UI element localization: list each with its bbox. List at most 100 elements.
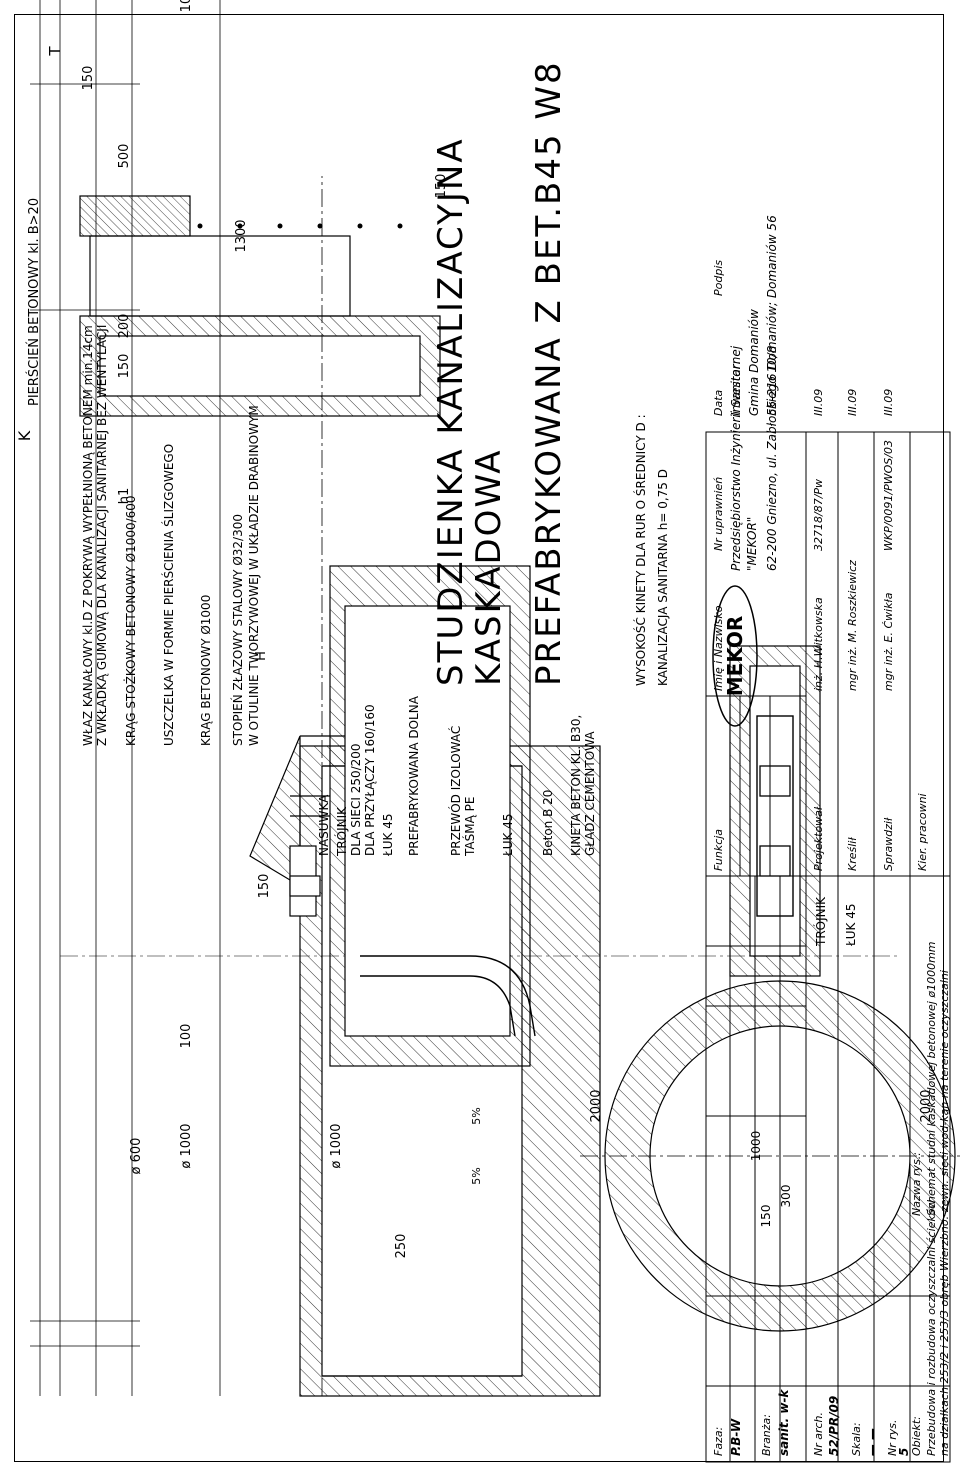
drawing-no-value: 5: [897, 1448, 911, 1456]
logo-text: MEKOR: [723, 616, 747, 697]
col-name: Imię i Nazwisko: [712, 605, 725, 691]
label-step-2: W OTULINIE TWORZYWOWEJ W UKŁADZIE DRABIN…: [247, 405, 261, 746]
branch-label: Branża:: [760, 1414, 773, 1456]
row-4-function: Kier. pracowni: [916, 793, 929, 871]
note-line-2: KANALIZACJA SANITARNA h= 0,75 D: [656, 469, 670, 686]
label-trojnik-3: DLA PRZYŁĄCZY 160/160: [363, 704, 377, 856]
label-beton: Beton B 20: [541, 790, 555, 856]
arch-value: 52/PR/09: [827, 1396, 841, 1456]
dim-d1000a: ø 1000: [179, 1123, 194, 1168]
drawing-name-line-1: Schemat studni kaskadowej betonowej ø100…: [925, 941, 938, 1216]
phase-value: P.B-W: [729, 1418, 743, 1456]
dim-K: K: [15, 430, 34, 441]
investor-line-1: Gmina Domaniów: [747, 309, 761, 416]
sheet-frame: [14, 14, 944, 1462]
investor-line-2: 55-216 Domaniów; Domaniów 56: [765, 215, 779, 416]
slope-5b: 5%: [470, 1107, 483, 1124]
col-date: Data: [712, 389, 725, 416]
label-manhole-1: WŁAZ KANAŁOWY kl.D Z POKRYWĄ WYPEŁNIONĄ …: [81, 325, 95, 746]
company-line-3: 62-200 Gniezno, ul. Zabłockiego 10/8: [765, 345, 779, 571]
object-label: Obiekt:: [910, 1416, 923, 1456]
row-3-function: Sprawdził: [882, 817, 895, 871]
row-1-date: III.09: [812, 389, 825, 416]
label-insulate-1: PRZEWÓD IZOLOWAĆ: [448, 726, 463, 856]
label-trojnik-2: DLA SIECI 250/200: [349, 743, 363, 856]
row-1-license: 32718/87/Pw: [812, 479, 825, 551]
dim-150e: 150: [759, 1205, 773, 1228]
step-irons: [197, 223, 403, 229]
company-line-2: "MEKOR": [745, 517, 759, 571]
row-1-function: Projektował: [812, 806, 825, 871]
scale-label: Skala:: [850, 1422, 863, 1456]
label-ring-top: PIERŚCIEŃ BETONOWY kl. B>20: [26, 198, 42, 406]
investor-label: Inwestor:: [729, 360, 743, 416]
dim-100b: 100: [179, 1024, 194, 1049]
phase-label: Faza:: [712, 1427, 725, 1456]
dim-h1: h1: [117, 488, 132, 505]
title-line-1: STUDZIENKA KANALIZACYJNA: [431, 137, 471, 686]
label-nasuwka: NASUWKA: [317, 794, 331, 856]
col-sign: Podpis: [712, 260, 725, 296]
label-cone: KRĄG STOŻKOWY BETONOWY Ø1000/600: [123, 495, 138, 746]
dim-d1000b: ø 1000: [329, 1123, 344, 1168]
label-ring-1000: KRĄG BETONOWY Ø1000: [199, 595, 213, 746]
dim-500: 500: [117, 144, 132, 169]
title-line-2: KASKADOWA: [469, 449, 509, 686]
plan-trojnik: TRÓJNIK: [813, 896, 828, 947]
label-kineta-1: KINETA BETON KL. B30,: [569, 715, 583, 856]
drawing-name-line-2: -zewn. sieci wod-kan na terenie oczyszcz…: [938, 970, 951, 1216]
dim-d600: ø 600: [129, 1138, 144, 1175]
label-trojnik-1: TRÓJNIK: [334, 806, 349, 857]
col-function: Funkcja: [712, 829, 725, 871]
dim-150c: 150: [434, 174, 449, 199]
dim-150-top: 150: [81, 66, 96, 91]
dim-100a: 100: [179, 0, 194, 12]
dimension-lines: [30, 0, 221, 1396]
scale-value: — —: [865, 1428, 879, 1456]
dim-T: T: [46, 46, 64, 57]
row-2-name: mgr inż. M. Roszkiewicz: [846, 560, 859, 691]
row-2-function: Kreślił: [846, 837, 859, 871]
row-1-name: inż. H.Witkowska: [812, 597, 825, 691]
dim-150d: 150: [257, 874, 272, 899]
label-luk45-b: ŁUK 45: [501, 814, 515, 857]
dim-H: H: [254, 651, 269, 661]
title-block: MEKOR Przedsiębiorstwo Inżynierii Sanita…: [705, 215, 951, 1463]
label-step-1: STOPIEŃ ZŁAZOWY STALOWY Ø32/300: [230, 514, 245, 746]
object-line-2: na działkach 253/2 i 253/3 obręb Wierzbn…: [938, 1216, 951, 1456]
label-manhole-2: Z WKŁADKĄ GUMOWĄ DLA KANALIZACJI SANITAR…: [95, 325, 109, 746]
section-view: [60, 176, 900, 1397]
branch-value: sanit. w-k: [777, 1389, 791, 1456]
dim-2000a: 2000: [589, 1089, 604, 1122]
drawing-no-label: Nr rys.: [886, 1419, 899, 1456]
title-line-3: PREFABRYKOWANA Z BET.B45 W8: [529, 60, 569, 686]
company-line-1: Przedsiębiorstwo Inżynierii Sanitarnej: [729, 345, 743, 571]
slope-5a: 5%: [470, 1167, 483, 1184]
row-3-name: mgr inż. E. Ćwikła: [882, 592, 895, 691]
mekor-logo: [712, 585, 758, 727]
col-license: Nr uprawnień: [712, 477, 725, 551]
object-line-1: Przebudowa i rozbudowa oczyszczalni ście…: [925, 1200, 938, 1457]
drawing-name-label: Nazwa rys.:: [910, 1152, 923, 1216]
cone-left: [249, 735, 301, 888]
label-prefab-base: PREFABRYKOWANA DOLNA: [407, 695, 421, 856]
dim-250: 250: [394, 1234, 409, 1259]
dim-1300: 1300: [234, 219, 249, 252]
label-insulate-2: TAŚMĄ PE: [462, 797, 477, 857]
plan-luk45: ŁUK 45: [844, 904, 858, 947]
dim-300: 300: [779, 1185, 793, 1208]
dim-2000b: 2000: [919, 1089, 934, 1122]
dim-200: 200: [117, 314, 132, 339]
label-gasket: USZCZELKA W FORMIE PIERŚCIENIA ŚLIZGOWEG…: [161, 444, 176, 746]
dim-150-bot: 150: [117, 354, 132, 379]
label-kineta-2: GŁADZ CEMENTOWA: [583, 731, 597, 856]
dim-1000c: 1000: [749, 1131, 763, 1162]
note-line-1: WYSOKOŚĆ KINETY DLA RUR O ŚREDNICY D :: [633, 414, 648, 686]
row-3-date: III.09: [882, 389, 895, 416]
row-3-license: WKP/0091/PWOS/03: [882, 440, 895, 551]
arch-label: Nr arch.: [812, 1412, 825, 1456]
label-luk45: ŁUK 45: [381, 814, 395, 857]
